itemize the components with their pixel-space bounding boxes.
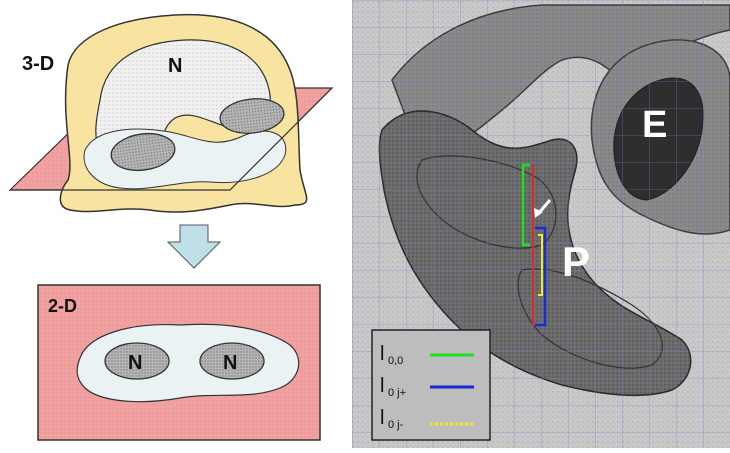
nucleus-label-3d: N [168,55,182,77]
nucleus-label-2d-left: N [128,352,142,374]
legend-subscript-0: 0,0 [388,355,403,367]
legend-symbol-2: l [380,407,384,429]
micrograph: E P l 0,0 l 0 j+ l 0 j- [352,0,730,448]
label-p: P [562,238,590,285]
schematic-diagram: 3-D N 2-D N N [0,0,350,448]
legend: l 0,0 l 0 j+ l 0 j- [372,330,490,440]
legend-subscript-1: 0 j+ [388,387,406,399]
schematic-svg: 3-D N 2-D N N [0,0,350,448]
label-3d: 3-D [22,53,54,75]
micrograph-svg: E P l 0,0 l 0 j+ l 0 j- [352,0,730,448]
down-arrow-icon [168,225,220,268]
legend-symbol-0: l [380,343,384,365]
legend-subscript-2: 0 j- [388,419,404,431]
label-2d: 2-D [48,296,77,316]
nucleus-label-2d-right: N [223,352,237,374]
legend-symbol-1: l [380,375,384,397]
label-e: E [642,104,667,146]
